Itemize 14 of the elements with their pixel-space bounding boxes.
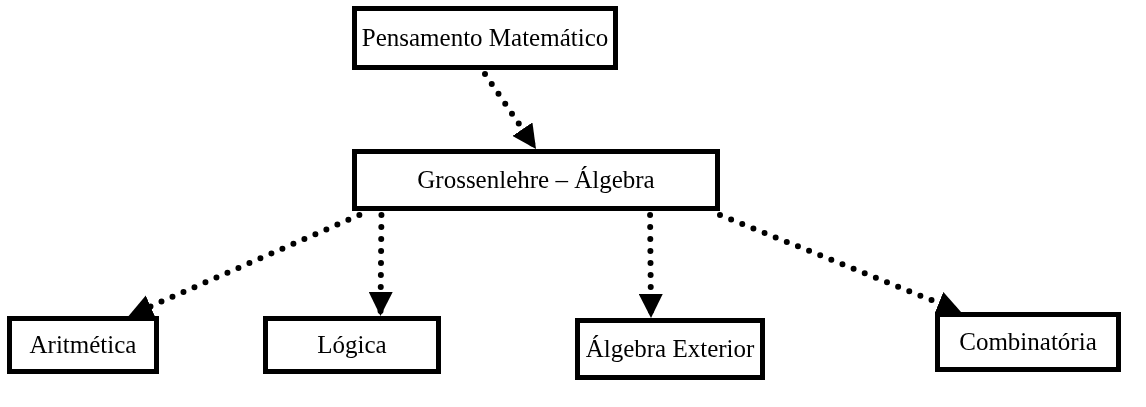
dotted-arrow: [482, 71, 539, 152]
concept-box: [352, 6, 618, 70]
concept-box: [935, 312, 1121, 372]
dotted-arrow: [368, 212, 393, 319]
concept-box: [575, 318, 765, 380]
concept-box: [352, 149, 720, 211]
concept-label: Lógica: [317, 331, 387, 359]
concept-label: Combinatória: [959, 328, 1097, 356]
concept-label: Grossenlehre – Álgebra: [417, 166, 655, 194]
concept-label: Pensamento Matemático: [361, 24, 609, 52]
concept-box: [263, 316, 441, 374]
concept-box: [7, 316, 159, 374]
concept-label: Aritmética: [29, 331, 137, 359]
concept-label: Álgebra Exterior: [585, 335, 755, 363]
